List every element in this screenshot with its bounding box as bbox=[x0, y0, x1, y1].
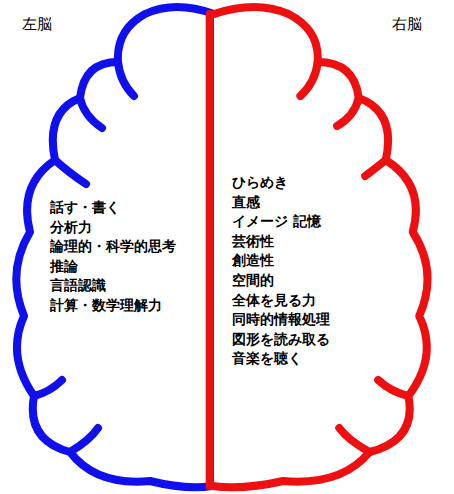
function-item: ひらめき bbox=[232, 174, 288, 191]
function-item: 推論 bbox=[50, 258, 78, 275]
function-item: 同時的情報処理 bbox=[232, 311, 330, 328]
function-item: 空間的 bbox=[232, 272, 274, 289]
function-item: 図形を読み取る bbox=[232, 331, 330, 348]
function-item: 全体を見る力 bbox=[232, 292, 316, 309]
function-item: 話す・書く bbox=[50, 199, 120, 216]
function-item: 創造性 bbox=[232, 252, 274, 269]
hemisphere-heading: 右脳 bbox=[392, 16, 422, 33]
function-item: 計算・数学理解力 bbox=[50, 297, 162, 314]
right-brain-region: 右脳ひらめき直感イメージ 記憶芸術性創造性空間的全体を見る力同時的情報処理図形を… bbox=[214, 0, 454, 494]
function-item: 直感 bbox=[232, 194, 260, 211]
hemisphere-heading: 左脳 bbox=[22, 16, 52, 33]
function-item: 芸術性 bbox=[232, 233, 274, 250]
function-item: 言語認識 bbox=[50, 277, 106, 294]
function-item: イメージ 記憶 bbox=[232, 213, 321, 230]
right-hemisphere bbox=[210, 7, 428, 487]
function-item: 音楽を聴く bbox=[232, 350, 302, 367]
function-item: 分析力 bbox=[50, 219, 92, 236]
function-item: 論理的・科学的思考 bbox=[50, 238, 176, 255]
left-hemisphere bbox=[16, 7, 214, 487]
left-brain-region: 左脳話す・書く分析力論理的・科学的思考推論言語認識計算・数学理解力 bbox=[0, 0, 214, 494]
